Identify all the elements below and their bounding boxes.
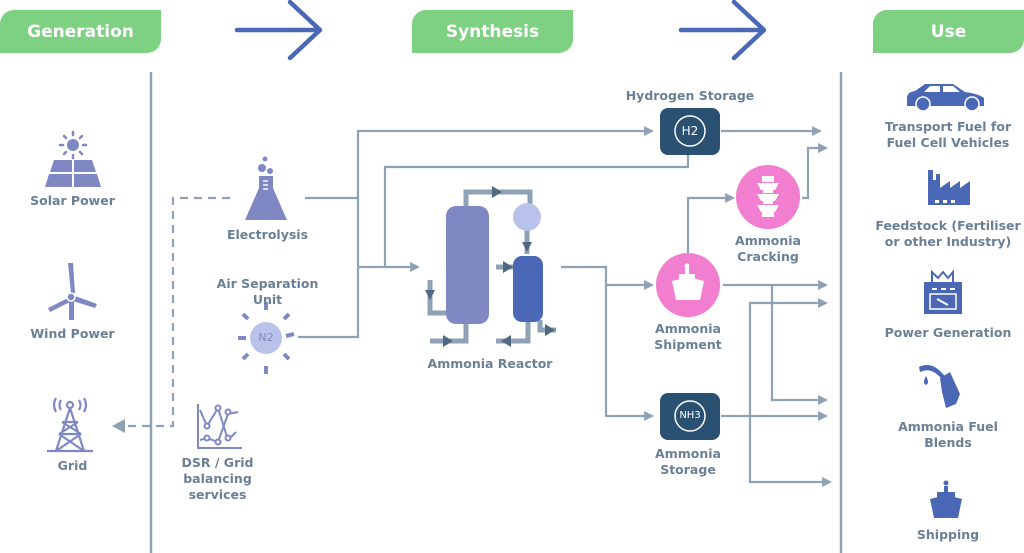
ammonia-shipment-label: Ammonia Shipment [654,321,722,352]
ammonia-reactor-label: Ammonia Reactor [427,356,553,371]
use-fuel-blends-label: Ammonia Fuel Blends [898,419,998,450]
dsr-to-grid-dashed-line [125,196,230,428]
use-shipping-label: Shipping [916,527,980,542]
shipment-to-cracking-line [686,193,735,253]
reactor-pipe-arrows [425,186,555,347]
storage-to-shipping-line [748,400,832,487]
ship-icon [672,263,704,300]
solar-power-label: Solar Power [30,193,115,208]
fuel-nozzle-icon [919,365,960,408]
use-transport-label: Transport Fuel for Fuel Cell Vehicles [884,119,1012,150]
bus-to-hydrogen-storage [356,126,654,198]
cracking-column-icon [757,176,779,217]
grid-label: Grid [57,458,88,473]
use-header: Use [873,10,1024,53]
reactor-column-small [513,256,543,322]
air-separation-label: Air Separation Unit [216,276,319,307]
electrolysis-flask-icon [245,156,287,220]
dsr-chart-icon [197,404,242,449]
ammonia-cracking-node [736,165,800,229]
n2-output-line [298,198,360,339]
hydrogen-storage-return-line [383,154,690,267]
shipment-branch-line [770,285,828,405]
hydrogen-storage-label: Hydrogen Storage [625,88,755,103]
grid-arrowhead [112,419,125,433]
ship-icon-use [930,480,962,518]
wind-turbine-icon [48,263,97,320]
flow-arrow-synthesis-to-use [678,0,767,61]
car-icon [907,84,984,112]
reactor-output-line [561,265,654,290]
solar-panel-icon [45,130,101,187]
use-power-generation-label: Power Generation [884,325,1012,340]
ammonia-storage-node [660,393,720,440]
electrolysis-label: Electrolysis [226,227,309,242]
h2-symbol: H2 [681,124,699,138]
ammonia-cracking-label: Ammonia Cracking [735,233,801,264]
generation-header: Generation [0,10,161,53]
use-feedstock-label: Feedstock (Fertiliser or other Industry) [875,218,1021,249]
storage-branch-line [748,298,828,400]
factory-icon [928,170,970,205]
transmission-tower-icon [47,397,93,453]
ammonia-storage-label: Ammonia Storage [655,446,721,477]
flow-arrow-generation-to-synthesis [234,0,323,61]
n2-symbol: N2 [258,331,274,344]
power-plant-icon [924,269,962,314]
reactor-to-storage-line [604,285,654,421]
reactor-separator-sphere [513,203,541,231]
hydrogen-storage-node [660,108,720,155]
ammonia-shipment-node [656,253,720,317]
n2-molecule-icon [238,302,295,374]
reactor-column-large [446,206,489,324]
dsr-label: DSR / Grid balancing services [181,455,254,502]
cracking-to-transport-line [802,143,828,200]
nh3-symbol: NH3 [679,410,701,421]
synthesis-header: Synthesis [412,10,573,53]
wind-power-label: Wind Power [30,326,115,341]
